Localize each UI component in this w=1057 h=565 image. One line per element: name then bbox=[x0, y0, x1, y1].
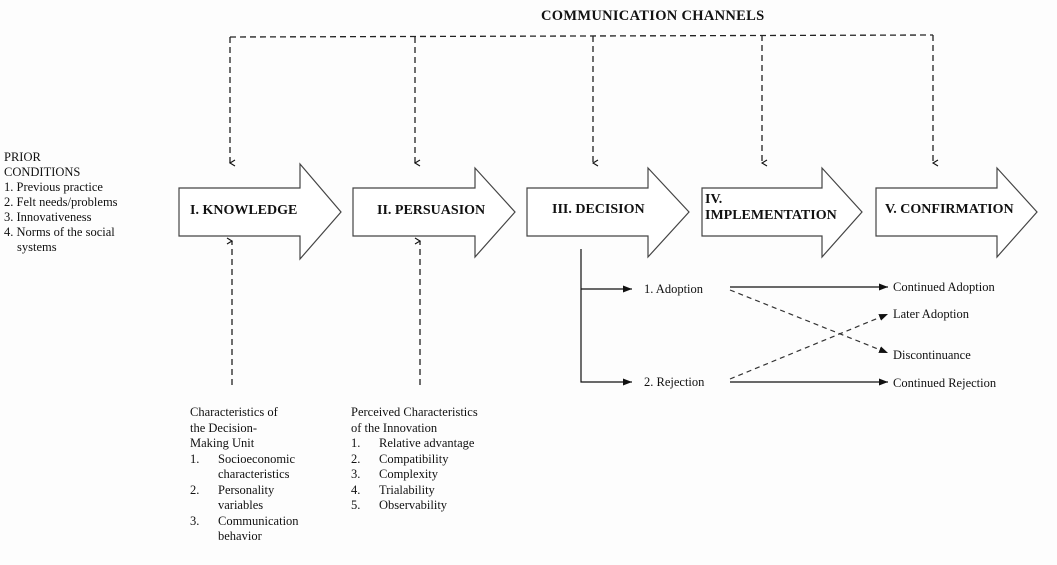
item-number: 1. bbox=[351, 436, 361, 450]
item-text: Compatibility bbox=[379, 451, 449, 466]
item-text: behavior bbox=[218, 529, 262, 543]
channels-top-line bbox=[229, 34, 934, 38]
outcome-discontinuance: Discontinuance bbox=[893, 348, 971, 362]
prior-condition-item: 2. Felt needs/problems bbox=[4, 195, 118, 209]
item-text: Socioeconomic bbox=[218, 451, 296, 466]
stage-confirmation-label: V. CONFIRMATION bbox=[885, 202, 1014, 217]
decision-crossover bbox=[729, 289, 889, 380]
outcome-later-adoption: Later Adoption bbox=[893, 307, 970, 321]
prior-conditions-heading-2: CONDITIONS bbox=[4, 165, 81, 179]
decision-unit-heading-3: Making Unit bbox=[190, 436, 255, 450]
stage-knowledge-label: I. KNOWLEDGE bbox=[190, 203, 298, 218]
item-number: 5. bbox=[351, 498, 361, 512]
innovation-item: 2. Compatibility bbox=[351, 452, 531, 468]
decision-unit-characteristics: Characteristics of the Decision- Making … bbox=[190, 405, 350, 545]
stage-decision-label: III. DECISION bbox=[552, 202, 645, 217]
prior-condition-item: 3. Innovativeness bbox=[4, 210, 92, 224]
stage-implementation-line-2: IMPLEMENTATION bbox=[705, 208, 837, 223]
arrow-implementation bbox=[701, 166, 863, 259]
item-text: Personality bbox=[218, 482, 275, 497]
rejection-to-later-adoption bbox=[729, 313, 889, 380]
outcome-continued-rejection: Continued Rejection bbox=[893, 376, 997, 390]
item-number: 2. bbox=[190, 482, 200, 497]
stage-arrows bbox=[178, 162, 1038, 261]
innovation-item: 5. Observability bbox=[351, 498, 531, 514]
innovation-heading-2: of the Innovation bbox=[351, 420, 438, 435]
arrow-persuasion bbox=[352, 166, 516, 259]
item-text: Complexity bbox=[379, 467, 439, 481]
decision-unit-heading-2: the Decision- bbox=[190, 420, 257, 435]
arrow-confirmation bbox=[875, 166, 1038, 259]
decision-adoption: 1. Adoption bbox=[644, 282, 704, 296]
innovation-heading-1: Perceived Characteristics bbox=[351, 405, 478, 419]
item-number: 4. bbox=[351, 482, 361, 497]
innovation-characteristics: Perceived Characteristics of the Innovat… bbox=[351, 405, 531, 514]
prior-condition-item-continuation: systems bbox=[17, 240, 57, 254]
item-text: variables bbox=[218, 498, 264, 512]
item-number: 2. bbox=[351, 451, 361, 466]
innovation-item: 3. Complexity bbox=[351, 467, 531, 483]
item-text: Communication bbox=[218, 513, 299, 528]
innovation-item: 4. Trialability bbox=[351, 483, 531, 499]
item-text: Observability bbox=[379, 498, 448, 512]
item-text: Trialability bbox=[379, 482, 435, 497]
item-text: Relative advantage bbox=[379, 436, 475, 450]
item-number: 1. bbox=[190, 451, 200, 466]
decision-unit-heading-1: Characteristics of bbox=[190, 405, 278, 419]
decision-rejection: 2. Rejection bbox=[644, 375, 705, 389]
outcome-continued-adoption: Continued Adoption bbox=[893, 280, 995, 294]
item-number: 3. bbox=[351, 467, 361, 481]
adoption-to-discontinuance bbox=[729, 289, 889, 354]
item-number: 3. bbox=[190, 513, 200, 528]
stage-implementation-line-1: IV. bbox=[705, 192, 723, 207]
arrow-knowledge bbox=[178, 162, 342, 261]
prior-conditions: PRIOR CONDITIONS 1. Previous practice 2.… bbox=[4, 150, 118, 255]
arrow-decision bbox=[526, 166, 690, 259]
item-text: characteristics bbox=[218, 467, 290, 481]
prior-condition-item: 4. Norms of the social bbox=[4, 225, 115, 239]
prior-condition-item: 1. Previous practice bbox=[4, 180, 103, 194]
stage-persuasion-label: II. PERSUASION bbox=[377, 203, 486, 218]
decision-trunk bbox=[580, 249, 632, 386]
communication-channels-lines bbox=[228, 34, 939, 167]
innovation-item: 1. Relative advantage bbox=[351, 436, 531, 452]
decision-branches bbox=[580, 249, 888, 386]
communication-channels-title: COMMUNICATION CHANNELS bbox=[541, 8, 765, 24]
stage-implementation-label: IV. IMPLEMENTATION bbox=[705, 192, 837, 224]
characteristic-lines bbox=[226, 237, 422, 385]
prior-conditions-heading-1: PRIOR bbox=[4, 150, 41, 164]
